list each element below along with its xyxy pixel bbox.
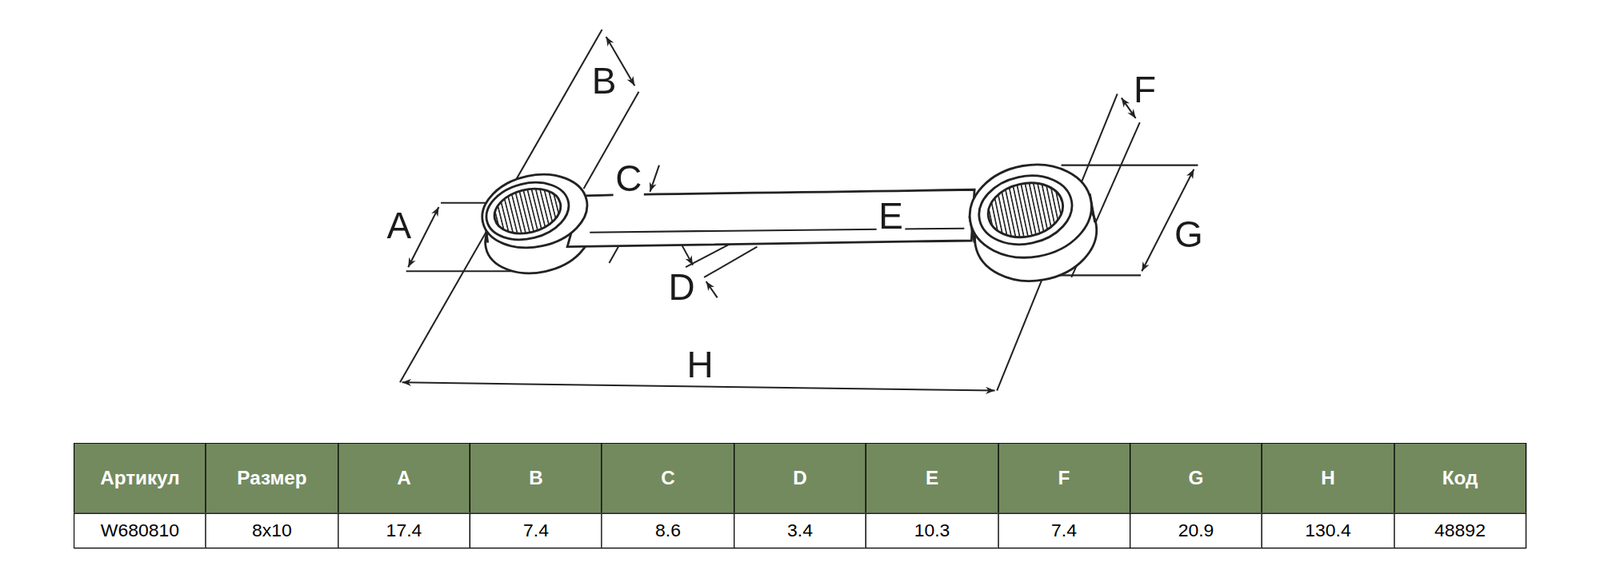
table-data-cell: 3.4 (733, 513, 867, 550)
dimension-letter: B (589, 63, 619, 100)
drawing-stroke (475, 165, 594, 258)
table-header-text: E (925, 467, 939, 490)
drawing-stroke (962, 155, 1100, 268)
drawing-stroke (706, 281, 718, 298)
drawing-stroke (400, 29, 603, 383)
table-header-cell: C (601, 443, 735, 515)
dimension-letter: H (684, 347, 716, 384)
table-data-text: 10.3 (914, 520, 951, 543)
dimension-letter: A (384, 208, 414, 245)
table-data-text: W680810 (100, 520, 180, 543)
table-data-text: 7.4 (523, 520, 549, 543)
table-data-cell: 130.4 (1261, 513, 1395, 550)
wrench-body (475, 155, 1104, 291)
table-data-text: 17.4 (386, 520, 423, 543)
drawing-stroke (983, 176, 1068, 245)
drawing-stroke (589, 228, 964, 233)
table-header-text: Артикул (100, 467, 180, 490)
table-data-cell: 8.6 (601, 513, 735, 550)
table-data-text: 48892 (1434, 520, 1486, 543)
table-data-cell: 20.9 (1129, 513, 1263, 550)
table-header-cell: F (997, 443, 1131, 515)
dimension-letter: E (876, 197, 906, 235)
table-data-cell: 48892 (1393, 513, 1527, 550)
drawing-stroke (704, 247, 757, 278)
table-header-text: Размер (236, 467, 307, 490)
drawing-stroke (1061, 164, 1199, 167)
table-header-text: B (528, 467, 544, 490)
table-data-cell: 10.3 (865, 513, 999, 550)
table-data-text: 8.6 (655, 520, 681, 543)
table-data-cell: 8x10 (205, 513, 339, 550)
drawing-stroke (681, 244, 693, 266)
drawing-stroke (480, 174, 575, 248)
drawing-stroke (489, 182, 566, 240)
drawing-stroke (972, 167, 1079, 253)
table-header-cell: E (865, 443, 999, 515)
dimension-letter: F (1132, 71, 1159, 108)
table-data-text: 130.4 (1304, 520, 1351, 543)
table-header-text: F (1058, 467, 1071, 490)
table-data-cell: 7.4 (997, 513, 1131, 550)
dimension-lines (400, 29, 1198, 392)
drawing-stroke (649, 165, 659, 192)
table-header-cell: D (733, 443, 867, 515)
table-data-text: 7.4 (1051, 520, 1077, 543)
table-data-text: 20.9 (1178, 520, 1215, 543)
dimension-letter: G (1172, 216, 1206, 253)
table-header-cell: G (1129, 443, 1263, 515)
table-header-text: D (792, 467, 808, 490)
drawing-stroke (567, 189, 975, 247)
table-header-text: Код (1442, 467, 1479, 490)
table-data-cell: 17.4 (337, 513, 471, 550)
drawing-stroke (440, 202, 492, 204)
table-header-text: A (396, 467, 412, 490)
table-data-text: 3.4 (787, 520, 813, 543)
table-data-text: 8x10 (252, 520, 292, 543)
table-header-text: C (660, 467, 676, 490)
drawing-stroke (402, 382, 996, 391)
dimension-letter: C (613, 160, 644, 197)
table-header-text: H (1320, 467, 1336, 490)
table-data-cell: W680810 (73, 513, 207, 550)
table-header-cell: A (337, 443, 471, 515)
table-header-cell: Размер (205, 443, 339, 515)
dimension-letter: D (666, 269, 697, 307)
table-header-cell: Код (1393, 443, 1527, 515)
table-data-cell: 7.4 (469, 513, 603, 550)
table-header-cell: H (1261, 443, 1395, 515)
table-header-cell: Артикул (73, 443, 207, 515)
table-header-text: G (1188, 467, 1204, 490)
table-header-cell: B (469, 443, 603, 515)
